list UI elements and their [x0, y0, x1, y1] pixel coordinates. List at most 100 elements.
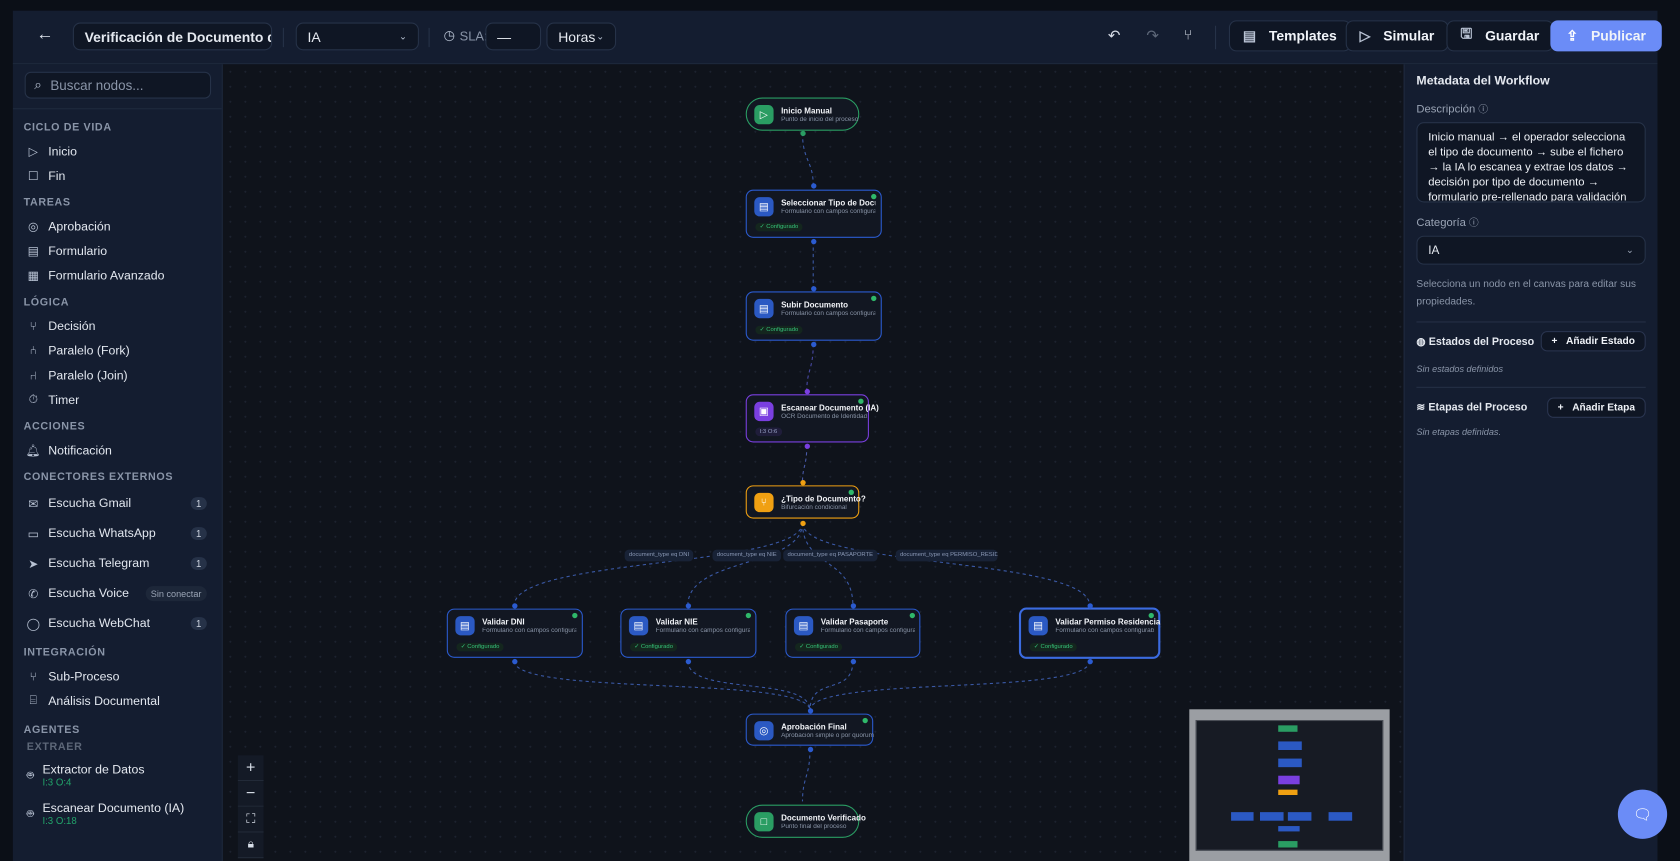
chat-button[interactable]: 🗨︎ [1617, 789, 1668, 839]
minimap-node [1260, 812, 1284, 821]
count-badge: 1 [190, 557, 207, 571]
description-textarea[interactable]: Inicio manual → el operador selecciona e… [1416, 122, 1646, 203]
publish-label: Publicar [1590, 27, 1646, 44]
edge-label[interactable]: document_type eq PERMISO_RESIDENCIA [895, 549, 998, 562]
save-button[interactable]: 🖫Guardar [1446, 20, 1554, 52]
node-palette-sidebar: ⌕Buscar nodos... CICLO DE VIDA▷Inicio☐Fi… [12, 64, 223, 861]
connection-handle[interactable] [799, 130, 806, 136]
node-scan-ai[interactable]: ▣ Escanear Documento (IA) OCR Documento … [745, 394, 879, 443]
palette-item[interactable]: ▦Formulario Avanzado [13, 264, 222, 289]
edge-label[interactable]: document_type eq NIE [712, 549, 782, 562]
palette-item[interactable]: ◎Aprobación [13, 214, 222, 239]
connection-handle[interactable] [1086, 658, 1093, 664]
connection-handle[interactable] [850, 602, 856, 609]
connection-handle[interactable] [799, 520, 806, 526]
palette-item[interactable]: ⑃Paralelo (Fork) [13, 339, 222, 364]
sla-value-input[interactable]: — [485, 22, 542, 51]
fit-view-button[interactable]: ⛶ [237, 806, 264, 833]
minimap[interactable] [1189, 709, 1390, 861]
connection-handle[interactable] [685, 602, 691, 609]
publish-button[interactable]: ⇪Publicar [1550, 20, 1663, 52]
palette-item[interactable]: ⑁Paralelo (Join) [13, 363, 222, 388]
connection-handle[interactable] [807, 746, 813, 752]
agent-io: I:3 O:18 [42, 815, 77, 827]
connection-handle[interactable] [810, 238, 816, 244]
palette-item[interactable]: ⌸Análisis Documental [13, 689, 222, 714]
palette-item[interactable]: ⏱︎Timer [13, 388, 222, 413]
connection-handle[interactable] [804, 388, 810, 394]
states-section: ◍ Estados del Proceso +Añadir Estado [1416, 323, 1646, 364]
templates-button[interactable]: ▤Templates [1228, 20, 1351, 52]
palette-item[interactable]: 🔔︎Notificación [13, 438, 222, 463]
category-select[interactable]: IA⌄ [1416, 235, 1646, 265]
branch-icon: ⑂ [29, 319, 37, 333]
search-nodes-input[interactable]: ⌕Buscar nodos... [24, 71, 212, 99]
node-decision[interactable]: ⑂ ¿Tipo de Documento? Bifurcación condic… [745, 485, 866, 519]
status-dot [871, 193, 877, 200]
connection-handle[interactable] [810, 285, 816, 291]
connection-handle[interactable] [511, 658, 517, 664]
connection-handle[interactable] [804, 443, 810, 449]
node-upload-doc[interactable]: ▤ Subir Documento Formulario con campos … [745, 291, 882, 341]
node-end[interactable]: □ Documento Verificado Punto final del p… [745, 804, 866, 838]
connection-handle[interactable] [511, 602, 517, 609]
minimap-viewport[interactable] [1195, 720, 1384, 851]
edge [687, 661, 811, 711]
node-validate-permit[interactable]: ▤ Validar Permiso Residencia Formulario … [1018, 607, 1161, 659]
connection-handle[interactable] [850, 658, 856, 664]
node-subtitle: Punto final del proceso [781, 823, 847, 831]
palette-item[interactable]: ☐Fin [13, 164, 222, 189]
node-validate-passport[interactable]: ▤ Validar Pasaporte Formulario con campo… [785, 608, 921, 658]
category-select[interactable]: IA⌄ [295, 22, 419, 51]
lock-button[interactable]: 🔒︎ [237, 832, 264, 859]
zoom-out-button[interactable]: − [237, 781, 264, 807]
palette-item[interactable]: ▤Formulario [13, 239, 222, 264]
sla-unit-select[interactable]: Horas⌄ [546, 22, 617, 51]
node-start[interactable]: ▷ Inicio Manual Punto de inicio del proc… [745, 97, 860, 131]
node-final-approval[interactable]: ◎ Aprobación Final Aprobación simple o p… [745, 713, 874, 746]
git-branch-icon[interactable]: ⑂ [1183, 26, 1193, 43]
agent-item[interactable]: 🤖︎ Escanear Documento (IA)I:3 O:18 [13, 795, 222, 834]
node-title: ¿Tipo de Documento? [781, 493, 866, 504]
undo-icon[interactable]: ↶ [1107, 26, 1121, 44]
palette-item[interactable]: ⑂Sub-Proceso [13, 664, 222, 689]
redo-icon[interactable]: ↷ [1146, 26, 1160, 44]
node-validate-dni[interactable]: ▤ Validar DNI Formulario con campos conf… [446, 608, 583, 658]
agents-group-extraer: EXTRAER [26, 741, 83, 754]
connection-handle[interactable] [799, 479, 806, 485]
connection-handle[interactable] [1086, 602, 1093, 609]
category-value: IA [1428, 243, 1440, 257]
search-icon: ⌕ [34, 77, 42, 93]
node-validate-nie[interactable]: ▤ Validar NIE Formulario con campos conf… [620, 608, 757, 658]
palette-item-label: Aprobación [48, 220, 111, 234]
connection-handle[interactable] [810, 182, 816, 189]
minimap-node [1278, 841, 1298, 848]
add-state-button[interactable]: +Añadir Estado [1540, 331, 1646, 352]
simulate-button[interactable]: ▷Simular [1345, 20, 1449, 52]
add-stage-button[interactable]: +Añadir Etapa [1546, 397, 1646, 418]
palette-item[interactable]: ⑂Decisión [13, 314, 222, 339]
back-arrow-icon[interactable]: ← [36, 25, 54, 44]
palette-item-label: Timer [48, 393, 80, 407]
node-select-doc-type[interactable]: ▤ Seleccionar Tipo de Documento Formular… [745, 189, 882, 238]
edge [801, 748, 811, 802]
edge-label[interactable]: document_type eq PASAPORTE [783, 549, 878, 562]
lock-icon: 🔒︎ [247, 837, 254, 851]
file-icon: ▤ [754, 298, 774, 319]
edge-label[interactable]: document_type eq DNI [624, 549, 694, 562]
phone-icon: ✆ [28, 587, 39, 601]
connection-handle[interactable] [810, 341, 816, 347]
palette-item[interactable]: ▷Inicio [13, 139, 222, 164]
workflow-title-input[interactable]: Verificación de Documento de Id [72, 22, 273, 51]
connection-handle[interactable] [685, 658, 691, 664]
connection-handle[interactable] [807, 707, 813, 714]
zoom-in-button[interactable]: + [237, 755, 264, 782]
status-dot [858, 398, 864, 404]
description-text: Inicio manual → el operador selecciona e… [1428, 130, 1628, 203]
